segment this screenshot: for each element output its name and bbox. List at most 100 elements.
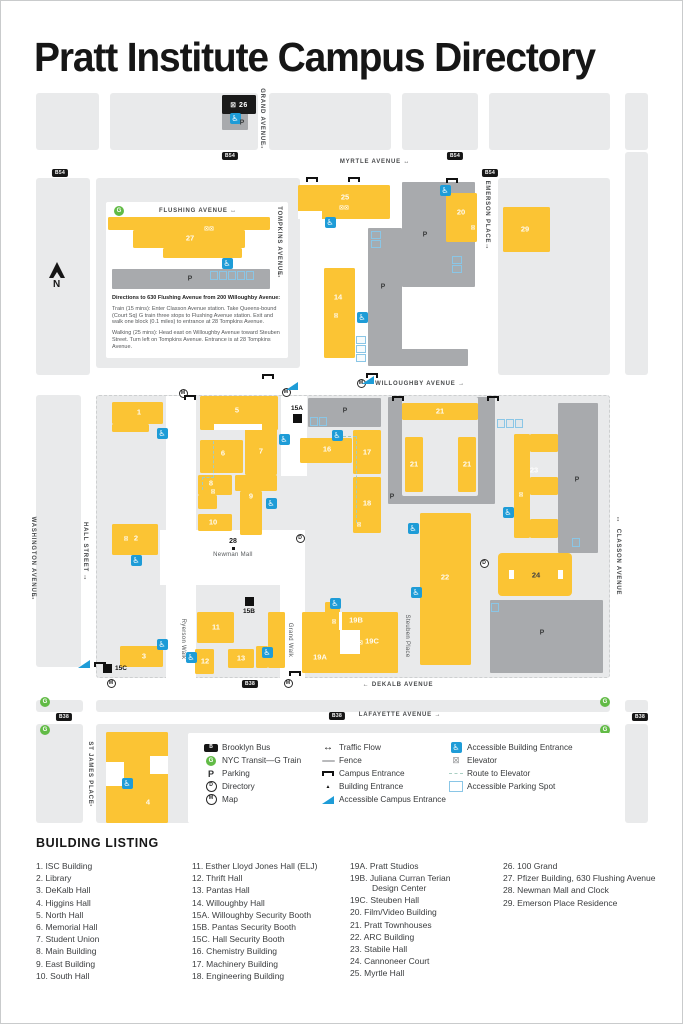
bus-stop-badge: B38 bbox=[55, 713, 73, 721]
legend-row: ▲Building Entrance bbox=[319, 780, 446, 793]
accessible-building-entrance-icon: ♿ bbox=[502, 506, 514, 518]
elevator-icon: ⊠ bbox=[331, 619, 337, 626]
parking-label: P bbox=[389, 493, 395, 501]
building-1 bbox=[112, 424, 149, 432]
building-listing-item: 13. Pantas Hall bbox=[192, 885, 250, 896]
accessible-building-entrance-icon: ♿ bbox=[410, 586, 422, 598]
legend-label: Fence bbox=[339, 756, 362, 765]
street-label: MYRTLE AVENUE ↔ bbox=[339, 159, 411, 165]
legend-row: Accessible Campus Entrance bbox=[319, 793, 446, 806]
building-listing-item: 29. Emerson Place Residence bbox=[503, 897, 618, 908]
building-29 bbox=[503, 207, 550, 252]
city-block bbox=[625, 700, 648, 712]
legend-row: ⊠Elevator bbox=[447, 754, 573, 767]
page-title: Pratt Institute Campus Directory bbox=[34, 34, 596, 80]
building-21 bbox=[405, 437, 423, 492]
building-number-22: 22 bbox=[440, 572, 450, 582]
street-label: GRAND AVENUE bbox=[259, 88, 265, 146]
accessible-building-entrance-icon: ♿ bbox=[450, 742, 462, 753]
accessible-parking-spot-icon bbox=[506, 419, 514, 428]
legend-label: Route to Elevator bbox=[467, 769, 531, 778]
elevator-icon: ⊠ bbox=[356, 522, 362, 529]
building-listing-item: 15C. Hall Security Booth bbox=[192, 934, 285, 945]
accessible-building-entrance-icon: ♿ bbox=[265, 497, 277, 509]
building-number-21: 21 bbox=[462, 459, 472, 469]
legend-label: Brooklyn Bus bbox=[222, 743, 271, 752]
accessible-parking-spot-icon bbox=[515, 419, 523, 428]
map-marker-icon: M bbox=[106, 678, 116, 688]
accessible-parking-spot-icon bbox=[452, 256, 462, 264]
legend-label: Building Entrance bbox=[339, 782, 404, 791]
building-number-21: 21 bbox=[409, 459, 419, 469]
building-listing-item: 22. ARC Building bbox=[350, 931, 415, 942]
parking-area bbox=[368, 349, 468, 366]
building-notch bbox=[150, 756, 168, 774]
building-20 bbox=[446, 193, 477, 242]
building-listing-item: 2. Library bbox=[36, 873, 72, 884]
security-booth-label: 15C bbox=[115, 665, 127, 672]
accessible-parking-spot-icon bbox=[237, 271, 245, 280]
street-label: WILLOUGHBY AVENUE → bbox=[375, 381, 465, 387]
legend-row: ♿ Accessible Building Entrance bbox=[447, 741, 573, 754]
parking-label: P bbox=[380, 283, 386, 291]
campus-entrance-icon bbox=[322, 771, 334, 776]
accessible-building-entrance-icon: ♿ bbox=[185, 651, 197, 663]
street-label: ↓ bbox=[485, 243, 489, 250]
campus-entrance-icon bbox=[262, 374, 274, 379]
building-number-19C: 19C bbox=[365, 636, 379, 646]
building-2 bbox=[112, 524, 158, 555]
accessible-parking-spot-icon bbox=[356, 354, 366, 362]
security-booth-label: 15A bbox=[291, 405, 303, 412]
elevator-icon: ⊠ bbox=[470, 225, 476, 232]
building-23 bbox=[530, 434, 558, 452]
building-27 bbox=[108, 217, 270, 230]
building-number-12: 12 bbox=[200, 656, 210, 666]
fence-icon bbox=[321, 759, 335, 762]
legend-label: Directory bbox=[222, 782, 255, 791]
legend-row: D Directory bbox=[202, 780, 301, 793]
building-listing-item: 27. Pfizer Building, 630 Flushing Avenue bbox=[503, 873, 656, 884]
accessible-parking-spot-icon bbox=[491, 603, 499, 612]
building-listing-item: 9. East Building bbox=[36, 958, 96, 969]
accessible-parking-spot-icon bbox=[210, 271, 218, 280]
city-block bbox=[36, 724, 83, 823]
bus-badge-icon: B bbox=[204, 743, 218, 752]
street-label: ↓ bbox=[89, 801, 93, 808]
building-listing-column-2: 11. Esther Lloyd Jones Hall (ELJ)12. Thr… bbox=[192, 861, 344, 984]
accessible-building-entrance-icon: ♿ bbox=[439, 184, 451, 196]
directions-heading: Directions to 630 Flushing Avenue from 2… bbox=[112, 295, 281, 301]
accessible-building-entrance-icon: ♿ bbox=[324, 216, 336, 228]
accessible-parking-spot-icon bbox=[246, 271, 254, 280]
elevator-icon: ⊠⊠ bbox=[203, 226, 215, 233]
building-listing-item: 15A. Willoughby Security Booth bbox=[192, 909, 312, 920]
street-label: Steuben Place bbox=[404, 614, 410, 658]
route-to-elevator-icon bbox=[449, 773, 463, 774]
building-27 bbox=[163, 248, 242, 258]
accessible-building-entrance-icon: ♿ bbox=[221, 257, 233, 269]
accessible-parking-spot-icon bbox=[310, 417, 318, 426]
building-8 bbox=[198, 475, 232, 495]
building-number-29: 29 bbox=[520, 224, 530, 234]
parking-area bbox=[308, 398, 381, 427]
building-19 bbox=[382, 618, 398, 673]
building-6 bbox=[200, 440, 243, 473]
street-label: ↕ bbox=[616, 516, 620, 523]
building-21 bbox=[458, 437, 476, 492]
building-number-2: 2 bbox=[133, 533, 139, 543]
elevator-icon: ⊠⊠ bbox=[352, 640, 364, 647]
building-listing-item: 16. Chemistry Building bbox=[192, 946, 278, 957]
map-marker-icon: M bbox=[283, 678, 293, 688]
building-listing-item: 21. Pratt Townhouses bbox=[350, 919, 432, 930]
building-listing-item: 18. Engineering Building bbox=[192, 970, 285, 981]
building-number-19B: 19B bbox=[349, 615, 363, 625]
directory-icon: D bbox=[205, 781, 217, 792]
legend-label: Accessible Building Entrance bbox=[467, 743, 573, 752]
building-number-5: 5 bbox=[234, 405, 240, 415]
city-block bbox=[269, 93, 391, 150]
city-block bbox=[625, 152, 648, 375]
building-23 bbox=[514, 434, 530, 538]
building-number-27: 27 bbox=[185, 233, 195, 243]
